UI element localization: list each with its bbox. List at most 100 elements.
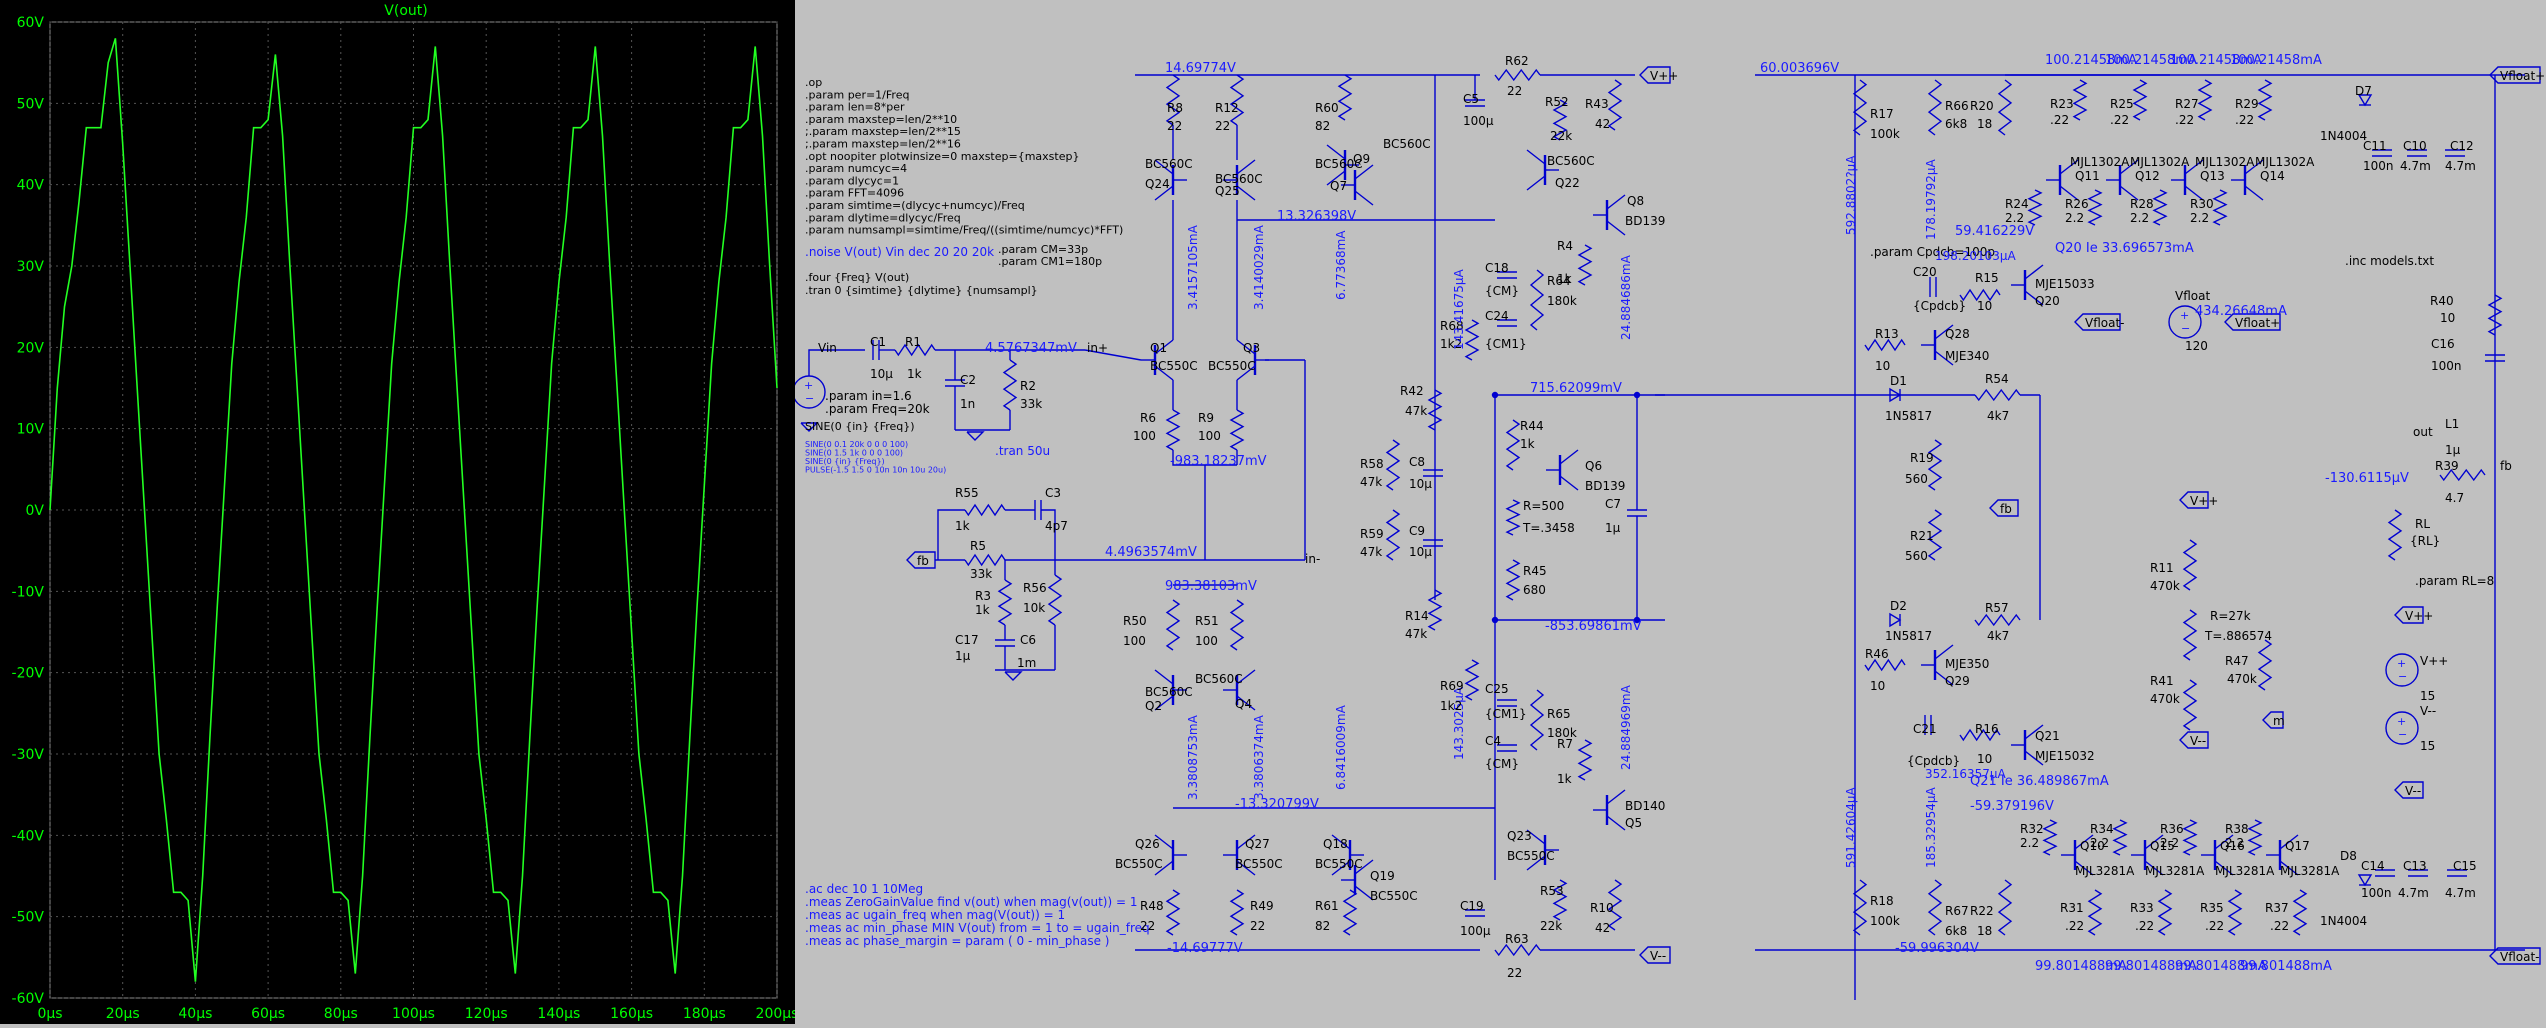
schematic-label: 1N4004 <box>2320 914 2367 928</box>
resistor-symbol <box>1165 409 1181 451</box>
schematic-label: 100n <box>2363 159 2394 173</box>
schematic-label: 82 <box>1315 119 1330 133</box>
schematic-label: R3 <box>975 589 991 603</box>
schematic-label: 4.7m <box>2400 159 2431 173</box>
schematic-label: 1m <box>1017 656 1036 670</box>
schematic-label: BC560C <box>1383 137 1431 151</box>
schematic-label: Q21 <box>2035 729 2060 743</box>
transistor-symbol <box>1236 695 1256 711</box>
schematic-label: 470k <box>2150 692 2180 706</box>
schematic-label: MJL1302A <box>2070 155 2130 169</box>
schematic-label: 560 <box>1905 549 1928 563</box>
transistor-symbol <box>2059 159 2079 175</box>
schematic-label: BD139 <box>1625 214 1665 228</box>
schematic-label: 1N5817 <box>1885 409 1932 423</box>
schematic-label: 10k <box>1023 601 1045 615</box>
schematic-label: 100n <box>2431 359 2462 373</box>
schematic-label: BC550C <box>1370 889 1418 903</box>
schematic-label: 22 <box>1507 84 1522 98</box>
schematic-label: 1µ <box>2445 443 2461 457</box>
resistor-symbol <box>2132 79 2148 121</box>
schematic-label: R12 <box>1215 101 1239 115</box>
schematic-label: R42 <box>1400 384 1424 398</box>
schematic-label: BC560C <box>1315 157 1363 171</box>
schematic-label: R52 <box>1545 95 1569 109</box>
y-tick-label: 40V <box>17 178 45 194</box>
resistor-symbol <box>1229 889 1245 936</box>
ac-directive: .meas ac ugain_freq when mag(V(out)) = 1 <box>805 908 1065 922</box>
resistor-symbol <box>1342 889 1358 936</box>
resistor-symbol <box>1494 943 1541 957</box>
resistor-symbol <box>2042 819 2058 856</box>
schematic-label: 180k <box>1547 294 1577 308</box>
schematic-label: Q20 <box>2035 294 2060 308</box>
schematic-canvas[interactable]: .op.param per=1/Freq.param len=8*per.par… <box>792 0 2546 1024</box>
schematic-label: {Cpdcb} <box>1913 299 1966 313</box>
schematic-label: C13 <box>2403 859 2427 873</box>
schematic-label: 33k <box>1020 397 1042 411</box>
schematic[interactable]: .op.param per=1/Freq.param len=8*per.par… <box>792 0 2546 1024</box>
net-flag <box>2489 66 2541 84</box>
wires <box>808 74 2525 1000</box>
transistor-symbol <box>2074 860 2094 876</box>
transistor-symbol <box>2214 834 2234 850</box>
transistor-symbol <box>2279 860 2299 876</box>
schematic-label: .param Cpdcb=100p <box>1870 245 1995 259</box>
schematic-label: R7 <box>1557 737 1573 751</box>
schematic-label: D7 <box>2355 84 2372 98</box>
schematic-label: .inc models.txt <box>2345 254 2434 268</box>
schematic-label: 715.62099mV <box>1530 381 1622 396</box>
resistor-symbol <box>1852 879 1868 936</box>
transistor-symbol <box>1236 365 1256 381</box>
schematic-label: T=.3458 <box>1522 521 1575 535</box>
schematic-label: C10 <box>2403 139 2427 153</box>
schematic-label: 3.3808753mA <box>1186 714 1200 800</box>
resistor-symbol <box>1229 599 1245 651</box>
schematic-label: R38 <box>2225 822 2249 836</box>
schematic-label: R2 <box>1020 379 1036 393</box>
schematic-label: R20 <box>1970 99 1994 113</box>
schematic-label: 2.2 <box>2020 836 2039 850</box>
schematic-label: 1k2 <box>1440 337 1462 351</box>
schematic-label: R24 <box>2005 197 2029 211</box>
wire <box>808 349 865 376</box>
resistor-symbol <box>964 503 1006 517</box>
schematic-label: BC560C <box>1547 154 1595 168</box>
waveform-plot[interactable]: V(out) 60V50V40V30V20V10V0V-10V-20V-30V-… <box>0 0 799 1024</box>
schematic-label: C18 <box>1485 261 1509 275</box>
schematic-label: 185.32954µA <box>1924 786 1938 868</box>
resistor-symbol <box>2112 819 2128 856</box>
schematic-label: BC550C <box>1507 849 1555 863</box>
schematic-label: 22 <box>1140 919 1155 933</box>
schematic-label: − <box>2398 728 2407 741</box>
resistor-symbol <box>2157 889 2173 936</box>
schematic-label: C20 <box>1913 265 1937 279</box>
schematic-label: 1k <box>955 519 970 533</box>
schematic-label: Q11 <box>2075 169 2100 183</box>
junction <box>1633 391 1641 399</box>
schematic-label: 33k <box>970 567 992 581</box>
schematic-label: R62 <box>1505 54 1529 68</box>
schematic-label: Q28 <box>1945 327 1970 341</box>
schematic-label: 143.3025µA <box>1452 686 1466 760</box>
schematic-label: R19 <box>1910 451 1934 465</box>
net-flag <box>2224 313 2281 331</box>
resistor-symbol <box>1552 879 1568 921</box>
schematic-label: V++ <box>2420 654 2448 668</box>
schematic-label: .22 <box>2175 113 2194 127</box>
source-symbol <box>2385 711 2419 745</box>
resistor-symbol <box>2387 509 2403 561</box>
resistor-symbol <box>2257 639 2273 691</box>
schematic-label: 2.2 <box>2225 836 2244 850</box>
source-symbol <box>2168 305 2202 339</box>
schematic-label: 6k8 <box>1945 117 1967 131</box>
schematic-label: R41 <box>2150 674 2174 688</box>
transistor-symbol <box>2279 834 2299 850</box>
diode-symbol <box>1889 612 1902 628</box>
x-tick-label: 80µs <box>324 1006 358 1022</box>
schematic-label: 22 <box>1167 119 1182 133</box>
x-tick-label: 100µs <box>392 1006 435 1022</box>
transistor-symbol <box>1526 149 1546 165</box>
schematic-label: BC560C <box>1145 157 1193 171</box>
